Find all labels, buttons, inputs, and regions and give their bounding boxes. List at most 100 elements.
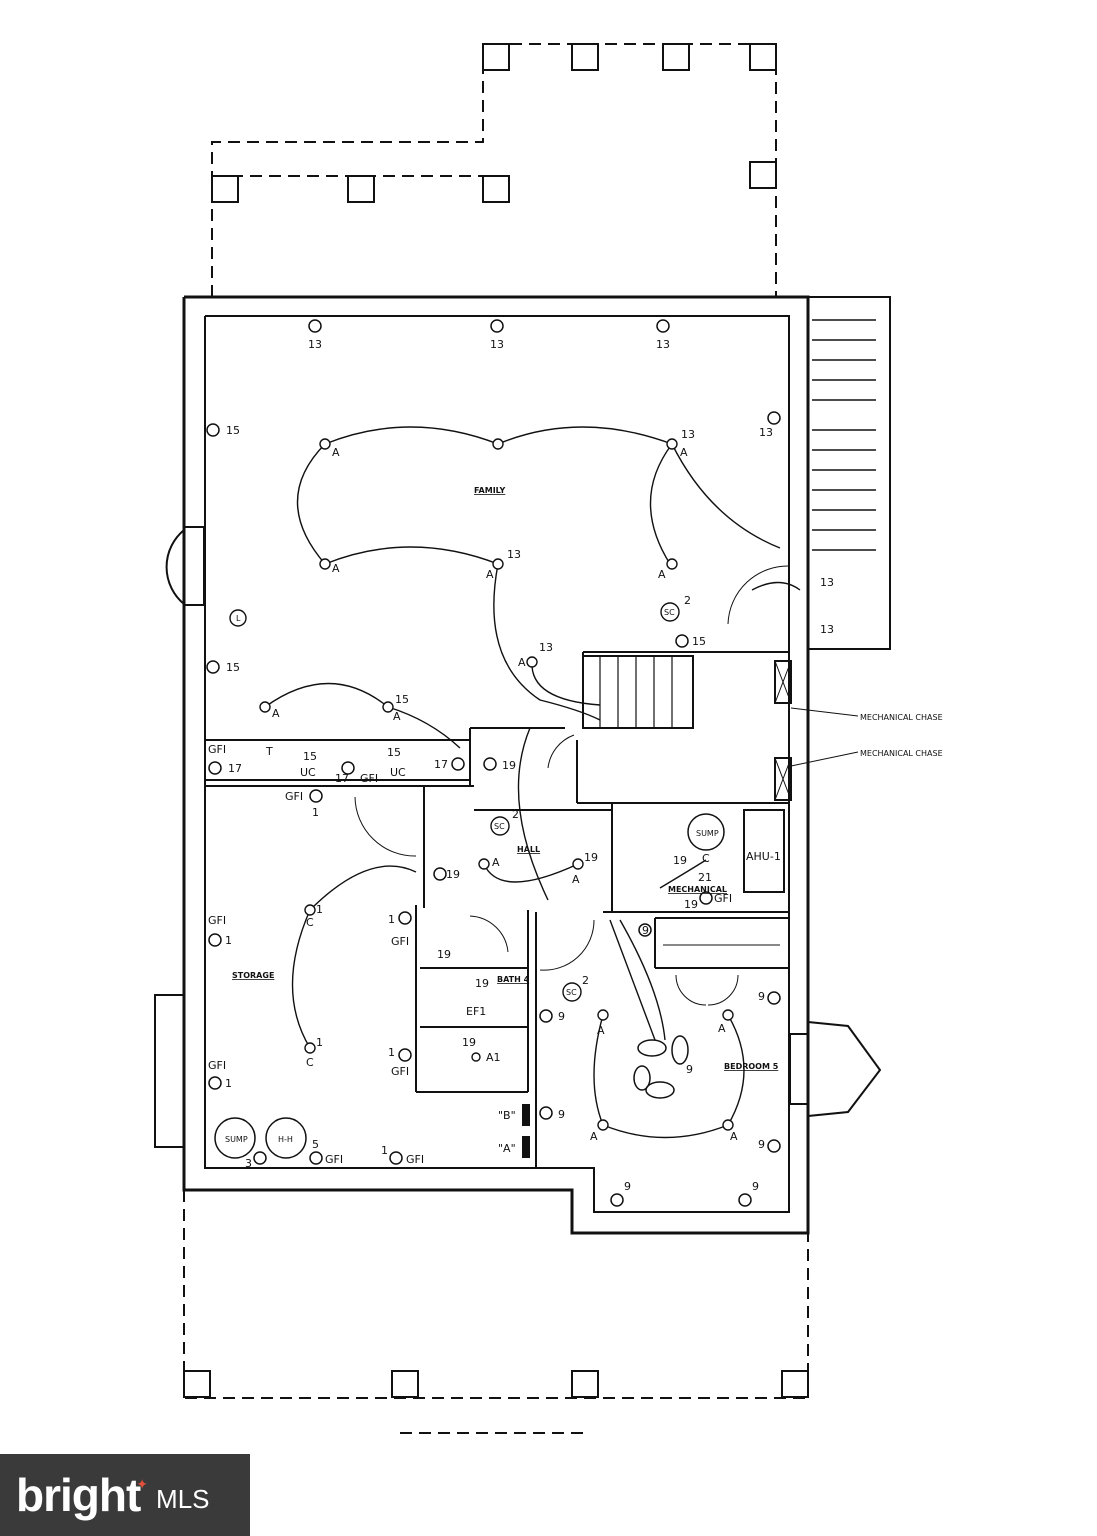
circuit-number: 1 <box>225 1077 232 1090</box>
fixture-type-label: A <box>486 568 494 581</box>
circuit-number: 9 <box>758 1138 765 1151</box>
door-swings <box>354 565 791 1006</box>
fixture-type-label: C <box>702 852 710 865</box>
light-fixtures <box>229 438 734 1131</box>
bump-out-right <box>807 1020 882 1118</box>
chase-box-1 <box>774 660 792 704</box>
mechanical-chase-label-2: MECHANICAL CHASE <box>860 749 943 758</box>
fixture-type-label: A <box>492 856 500 869</box>
window-arc <box>165 529 185 605</box>
circuit-number: 1 <box>316 903 323 916</box>
ef-label: EF1 <box>466 1005 486 1018</box>
thermostat-label: T <box>265 745 273 758</box>
a1-label: A1 <box>486 1051 501 1064</box>
circuit-number: 19 <box>673 854 687 867</box>
outlets <box>206 319 781 1207</box>
gfi-label: GFI <box>406 1153 424 1166</box>
ceiling-fan <box>633 1035 689 1099</box>
circuit-number: 1 <box>388 1046 395 1059</box>
watermark-suffix: MLS <box>156 1483 210 1514</box>
gfi-label: GFI <box>208 1059 226 1072</box>
partitions <box>205 651 789 1168</box>
room-label-family: FAMILY <box>474 486 506 495</box>
circuit-number: 1 <box>381 1144 388 1157</box>
sump-label-storage: SUMP <box>225 1135 248 1144</box>
circuit-number: 19 <box>684 898 698 911</box>
fixture-type-label: A <box>332 446 340 459</box>
light-label: L <box>236 614 241 623</box>
bump-out-left <box>154 994 185 1148</box>
circuit-number: 1 <box>312 806 319 819</box>
circuit-number: 2 <box>582 974 589 987</box>
circuit-number: 19 <box>446 868 460 881</box>
uc-label-1: UC <box>300 766 316 779</box>
fixture-type-label: C <box>306 916 314 929</box>
room-label-storage: STORAGE <box>232 971 274 980</box>
gfi-label: GFI <box>325 1153 343 1166</box>
sump-label-mech: SUMP <box>696 829 719 838</box>
uc-label-2: UC <box>390 766 406 779</box>
fixture-type-label: A <box>730 1130 738 1143</box>
sc-label-bedroom: SC <box>566 988 577 997</box>
panel-a <box>522 1136 530 1158</box>
circuit-number: 17 <box>228 762 242 775</box>
circuit-number: 15 <box>395 693 409 706</box>
gfi-label: GFI <box>208 743 226 756</box>
exterior-stair <box>807 296 891 650</box>
circuit-number: 9 <box>558 1108 565 1121</box>
fixture-type-label: A <box>272 707 280 720</box>
fixture-type-label: A <box>597 1024 605 1037</box>
room-label-bath: BATH 4 <box>497 975 530 984</box>
circuit-number: 19 <box>475 977 489 990</box>
window-right <box>789 1033 809 1105</box>
circuit-number: 15 <box>226 424 240 437</box>
ahu-label: AHU-1 <box>746 850 781 863</box>
circuit-number: 2 <box>512 808 519 821</box>
room-label-mechanical: MECHANICAL <box>668 885 727 894</box>
circuit-number: 19 <box>502 759 516 772</box>
circuit-number: 19 <box>584 851 598 864</box>
circuit-number: 17 <box>434 758 448 771</box>
gfi-label: GFI <box>208 914 226 927</box>
sc-label-hall: SC <box>494 822 505 831</box>
circuit-number: 1 <box>316 1036 323 1049</box>
circuit-number: 13 <box>820 576 834 589</box>
circuit-number: 13 <box>759 426 773 439</box>
mechanical-chase-label-1: MECHANICAL CHASE <box>860 713 943 722</box>
fixture-type-label: A <box>518 656 526 669</box>
circuit-number: 9 <box>624 1180 631 1193</box>
circuit-number: 13 <box>539 641 553 654</box>
circuit-number: 21 <box>698 871 712 884</box>
room-label-bedroom: BEDROOM 5 <box>724 1062 779 1071</box>
room-label-hall: HALL <box>517 845 540 854</box>
fixture-type-label: A <box>658 568 666 581</box>
fixture-type-label: A <box>680 446 688 459</box>
gfi-label: GFI <box>391 1065 409 1078</box>
gfi-label: GFI <box>285 790 303 803</box>
watermark-brand: bright <box>16 1469 141 1521</box>
panel-b-label: "B" <box>498 1109 516 1122</box>
circuit-number: 9 <box>758 990 765 1003</box>
sc-label-family: SC <box>664 608 675 617</box>
circuit-number: 17 <box>335 772 349 785</box>
fixture-type-label: A <box>572 873 580 886</box>
circuit-number: 1 <box>225 934 232 947</box>
panel-a-label: "A" <box>498 1142 516 1155</box>
circuit-number: 13 <box>820 623 834 636</box>
sump-pump-storage <box>214 1117 256 1159</box>
stair-treads <box>812 319 876 551</box>
fixture-type-label: A <box>718 1022 726 1035</box>
circuit-number: 15 <box>387 746 401 759</box>
circuit-number: 3 <box>245 1157 252 1170</box>
fixture-type-label: A <box>393 710 401 723</box>
circuit-number: 13 <box>656 338 670 351</box>
interior-stair <box>582 655 694 729</box>
posts <box>183 43 809 1398</box>
panel-b <box>522 1104 530 1126</box>
circuit-number: 15 <box>226 661 240 674</box>
circuit-number: 9 <box>686 1063 693 1076</box>
interior-wall-outline <box>204 315 790 1213</box>
circuit-number: 13 <box>308 338 322 351</box>
circuit-number: 19 <box>437 948 451 961</box>
circuit-number: 2 <box>684 594 691 607</box>
